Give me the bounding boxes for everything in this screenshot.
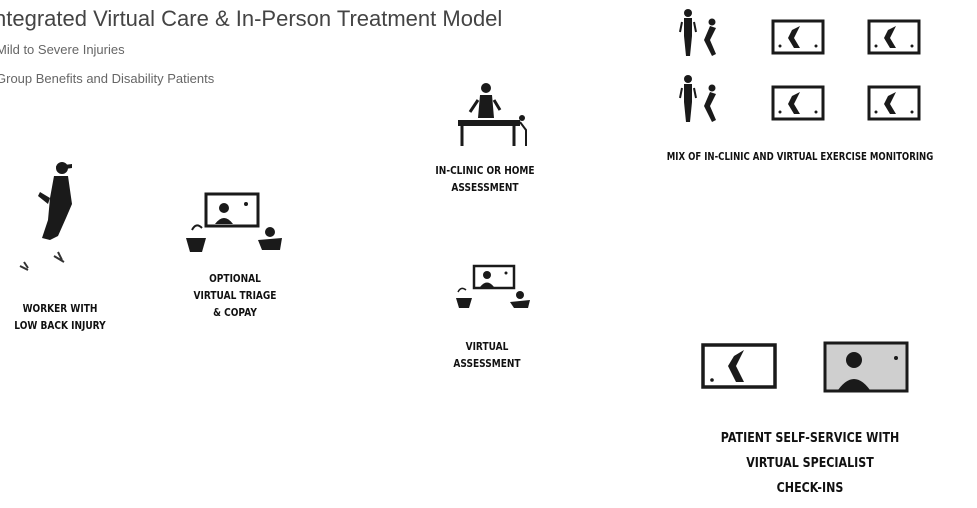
specialist-video-icon <box>823 341 909 393</box>
self-service-line1: PATIENT SELF-SERVICE WITH <box>720 430 900 446</box>
virtual-assessment-line2: ASSESSMENT <box>453 357 521 371</box>
exercise-figure-icon <box>679 75 716 122</box>
exercise-screen-icon <box>771 85 825 121</box>
self-service-exercise-screen-icon <box>701 343 777 389</box>
clinic-assessment-line2: ASSESSMENT <box>451 181 519 195</box>
worker-label-line2: LOW BACK INJURY <box>14 319 106 333</box>
exercise-monitoring-label: MIX OF IN-CLINIC AND VIRTUAL EXERCISE MO… <box>644 148 956 165</box>
virtual-assessment-label: VIRTUAL ASSESSMENT <box>442 338 532 372</box>
clinic-assessment-icon <box>458 83 527 146</box>
injured-worker-icon <box>19 162 72 271</box>
self-service-label: PATIENT SELF-SERVICE WITH VIRTUAL SPECIA… <box>712 426 909 501</box>
worker-label: WORKER WITH LOW BACK INJURY <box>11 300 109 334</box>
subtitle-severity: Mild to Severe Injuries <box>0 42 125 57</box>
triage-label-line3: & COPAY <box>213 306 257 320</box>
worker-label-line1: WORKER WITH <box>22 302 98 315</box>
exercise-figure-icon <box>679 9 716 56</box>
exercise-monitoring-line1: MIX OF IN-CLINIC AND VIRTUAL EXERCISE MO… <box>666 150 934 163</box>
virtual-triage-icon <box>186 192 282 252</box>
subtitle-audience: Group Benefits and Disability Patients <box>0 71 215 86</box>
exercise-screen-icon <box>771 19 825 55</box>
exercise-screen-icon <box>867 85 921 121</box>
triage-label: OPTIONAL VIRTUAL TRIAGE & COPAY <box>186 270 284 321</box>
triage-label-line2: VIRTUAL TRIAGE <box>193 289 277 303</box>
self-service-line3: CHECK-INS <box>776 479 844 496</box>
virtual-assessment-line1: VIRTUAL <box>465 340 509 353</box>
clinic-assessment-label: IN-CLINIC OR HOME ASSESSMENT <box>432 162 539 196</box>
clinic-assessment-line1: IN-CLINIC OR HOME <box>435 164 535 177</box>
triage-label-line1: OPTIONAL <box>209 272 261 285</box>
page-title: ntegrated Virtual Care & In-Person Treat… <box>0 6 503 31</box>
exercise-screen-icon <box>867 19 921 55</box>
self-service-line2: VIRTUAL SPECIALIST <box>746 454 874 471</box>
virtual-assessment-icon <box>456 264 530 308</box>
